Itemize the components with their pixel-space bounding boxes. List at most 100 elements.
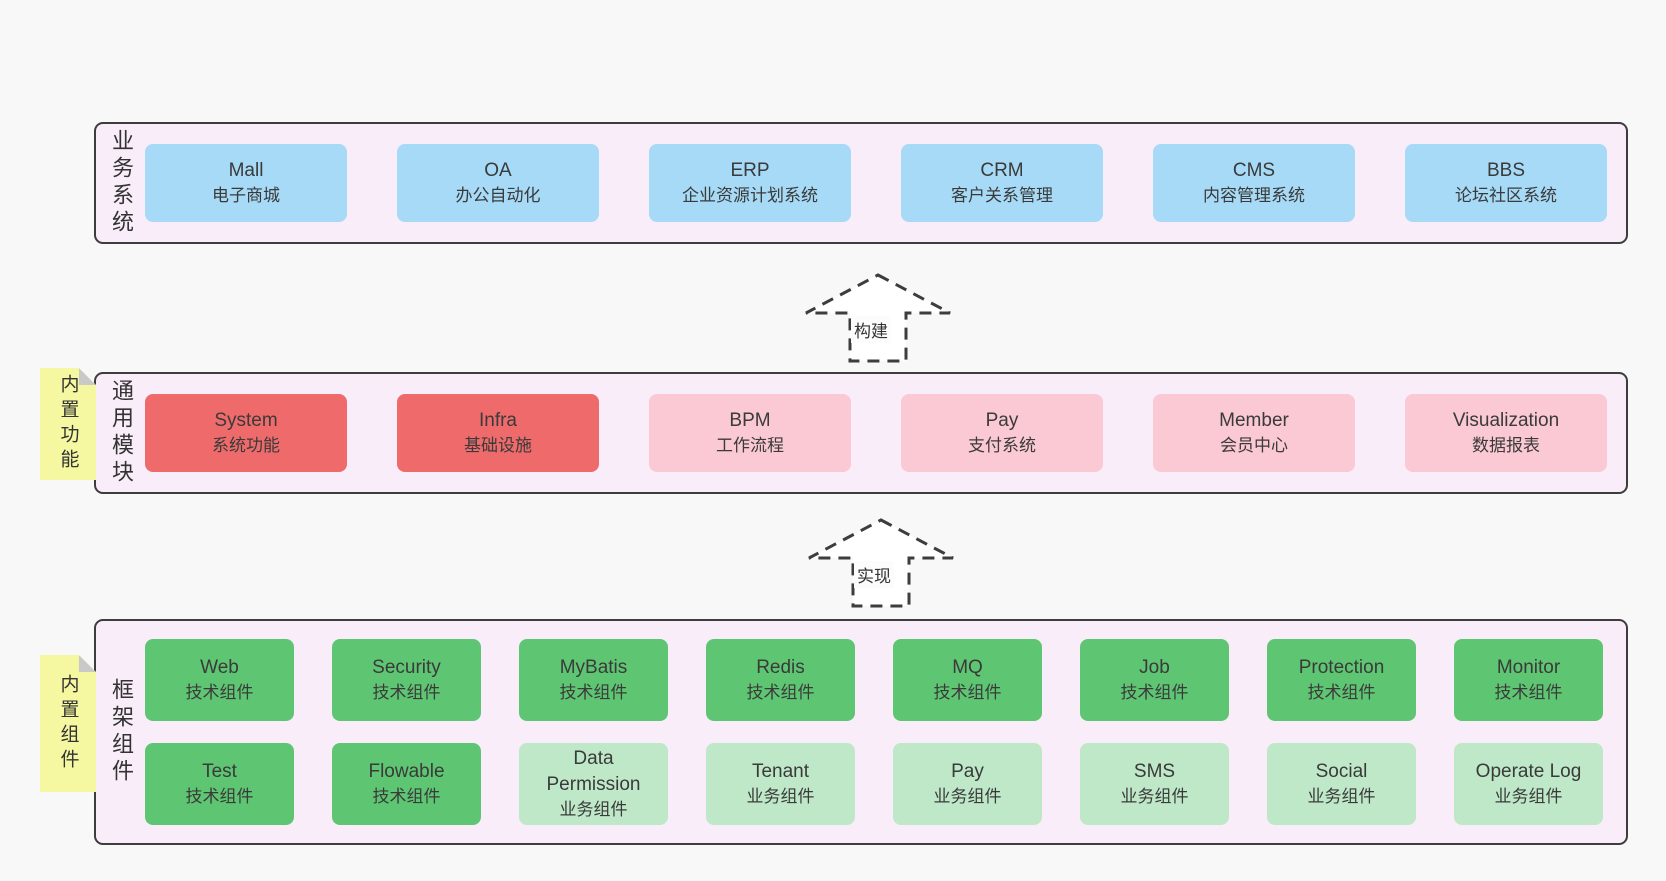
- box-subtitle: 技术组件: [1307, 683, 1376, 703]
- box-name: Data Permission: [546, 748, 641, 796]
- box-bbs: BBS 论坛社区系统: [1405, 144, 1607, 222]
- box-name: ERP: [730, 160, 770, 182]
- sticky-note-label: 内置功能: [57, 374, 79, 474]
- layer-label-components: 框架组件: [109, 678, 134, 786]
- layer-label-business: 业务系统: [109, 129, 134, 237]
- box-mq: MQ 技术组件: [893, 639, 1042, 721]
- box-security: Security 技术组件: [332, 639, 481, 721]
- box-name: Redis: [756, 657, 805, 679]
- box-subtitle: 技术组件: [185, 787, 254, 807]
- box-data-permission: Data Permission 业务组件: [519, 743, 668, 825]
- box-bpm: BPM 工作流程: [649, 394, 851, 472]
- box-subtitle: 技术组件: [1494, 683, 1563, 703]
- box-social: Social 业务组件: [1267, 743, 1416, 825]
- box-name: Mall: [228, 160, 264, 182]
- box-subtitle: 内容管理系统: [1203, 186, 1305, 206]
- box-member: Member 会员中心: [1153, 394, 1355, 472]
- box-subtitle: 支付系统: [968, 436, 1036, 456]
- box-name: System: [214, 410, 278, 432]
- box-subtitle: 业务组件: [1120, 787, 1189, 807]
- box-subtitle: 业务组件: [933, 787, 1002, 807]
- box-subtitle: 技术组件: [746, 683, 815, 703]
- arrow-build-label: 构建: [851, 316, 891, 343]
- arrow-implement-label: 实现: [854, 561, 894, 588]
- box-subtitle: 技术组件: [1120, 683, 1189, 703]
- box-name: Pay: [951, 761, 984, 783]
- layer-label-modules: 通用模块: [109, 379, 134, 487]
- box-subtitle: 业务组件: [559, 800, 628, 820]
- box-subtitle: 技术组件: [933, 683, 1002, 703]
- box-sms: SMS 业务组件: [1080, 743, 1229, 825]
- box-subtitle: 技术组件: [185, 683, 254, 703]
- box-erp: ERP 企业资源计划系统: [649, 144, 851, 222]
- sticky-note-modules: 内置功能: [40, 368, 96, 480]
- box-test: Test 技术组件: [145, 743, 294, 825]
- box-subtitle: 基础设施: [464, 436, 532, 456]
- box-name: Tenant: [751, 761, 810, 783]
- box-subtitle: 业务组件: [746, 787, 815, 807]
- box-subtitle: 技术组件: [559, 683, 628, 703]
- box-subtitle: 工作流程: [716, 436, 784, 456]
- box-cms: CMS 内容管理系统: [1153, 144, 1355, 222]
- box-subtitle: 系统功能: [212, 436, 280, 456]
- box-subtitle: 会员中心: [1220, 436, 1288, 456]
- box-crm: CRM 客户关系管理: [901, 144, 1103, 222]
- box-monitor: Monitor 技术组件: [1454, 639, 1603, 721]
- box-subtitle: 数据报表: [1472, 436, 1540, 456]
- box-name: Member: [1219, 410, 1289, 432]
- box-name: OA: [484, 160, 512, 182]
- box-name: Job: [1139, 657, 1170, 679]
- box-subtitle: 技术组件: [372, 683, 441, 703]
- box-name: Protection: [1298, 657, 1385, 679]
- box-job: Job 技术组件: [1080, 639, 1229, 721]
- box-name: SMS: [1133, 761, 1176, 783]
- arrow-build: 构建: [803, 272, 953, 364]
- box-name: Pay: [985, 410, 1019, 432]
- box-name: CMS: [1232, 160, 1276, 182]
- box-subtitle: 业务组件: [1494, 787, 1563, 807]
- box-name: Flowable: [368, 761, 445, 783]
- box-subtitle: 业务组件: [1307, 787, 1376, 807]
- box-system: System 系统功能: [145, 394, 347, 472]
- sticky-note-label: 内置组件: [57, 673, 79, 774]
- box-pay: Pay 支付系统: [901, 394, 1103, 472]
- box-oa: OA 办公自动化: [397, 144, 599, 222]
- box-redis: Redis 技术组件: [706, 639, 855, 721]
- box-name: BPM: [729, 410, 771, 432]
- box-pay: Pay 业务组件: [893, 743, 1042, 825]
- box-subtitle: 企业资源计划系统: [682, 186, 818, 206]
- box-name: CRM: [980, 160, 1024, 182]
- box-subtitle: 技术组件: [372, 787, 441, 807]
- arrow-implement: 实现: [806, 517, 956, 609]
- sticky-note-components: 内置组件: [40, 655, 96, 792]
- box-name: BBS: [1486, 160, 1526, 182]
- box-flowable: Flowable 技术组件: [332, 743, 481, 825]
- box-tenant: Tenant 业务组件: [706, 743, 855, 825]
- box-name: Test: [202, 761, 237, 783]
- box-name: MyBatis: [559, 657, 628, 679]
- box-mybatis: MyBatis 技术组件: [519, 639, 668, 721]
- folded-corner-icon: [79, 368, 96, 385]
- box-subtitle: 客户关系管理: [951, 186, 1053, 206]
- box-name: Monitor: [1496, 657, 1561, 679]
- box-name: Security: [372, 657, 441, 679]
- box-name: Social: [1315, 761, 1368, 783]
- box-subtitle: 论坛社区系统: [1455, 186, 1557, 206]
- box-subtitle: 办公自动化: [455, 186, 541, 206]
- box-name: MQ: [952, 657, 983, 679]
